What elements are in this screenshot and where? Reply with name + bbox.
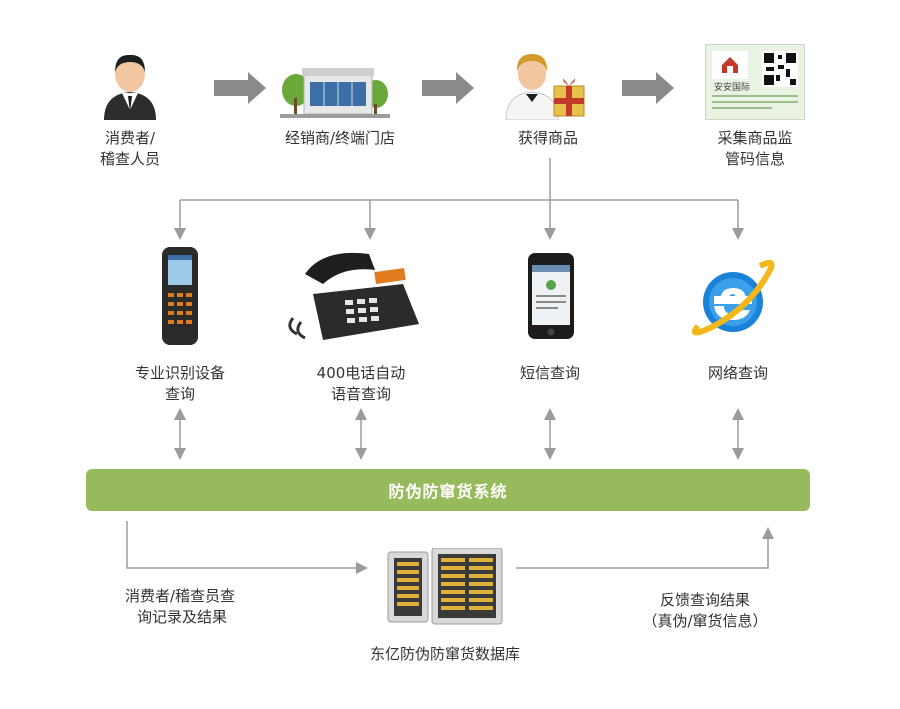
store-building-icon (280, 60, 390, 118)
smartphone-icon (528, 253, 574, 339)
database-label: 东亿防伪防窜货数据库 (369, 645, 520, 663)
database-loop (126, 521, 774, 574)
collect-code-label: 采集商品监管码信息 (717, 129, 793, 168)
top-flow-arrows (214, 72, 674, 104)
branch-lines (174, 158, 744, 240)
qr-label-icon: 安安国际 (705, 44, 805, 120)
internet-explorer-icon (690, 258, 776, 340)
web-query-label: 网络查询 (707, 364, 768, 382)
store-label: 经销商/终端门店 (284, 129, 396, 147)
flow-arrow-2 (422, 72, 474, 104)
phone-query-label: 400电话自动语音查询 (316, 364, 406, 403)
query-record-note: 消费者/稽查员查 询记录及结果 (125, 587, 236, 626)
server-database-icon (386, 547, 504, 626)
feedback-result-note: 反馈查询结果（真伪/窜货信息） (642, 591, 768, 630)
consumer-label: 消费者/稽查人员 (99, 129, 160, 168)
device-query-label: 专业识别设备查询 (134, 364, 225, 403)
person-with-gift-icon (500, 46, 590, 121)
obtain-product-label: 获得商品 (517, 129, 578, 147)
handheld-scanner-icon (158, 247, 202, 345)
flow-arrow-3 (622, 72, 674, 104)
flow-arrow-1 (214, 72, 266, 104)
bidirectional-arrows (174, 408, 744, 460)
sms-query-label: 短信查询 (519, 364, 580, 382)
telephone-icon (283, 244, 423, 344)
qr-brand-text: 安安国际 (713, 83, 750, 93)
anti-counterfeit-system-bar: 防伪防窜货系统 (86, 469, 810, 511)
consumer-person-icon (100, 50, 160, 120)
